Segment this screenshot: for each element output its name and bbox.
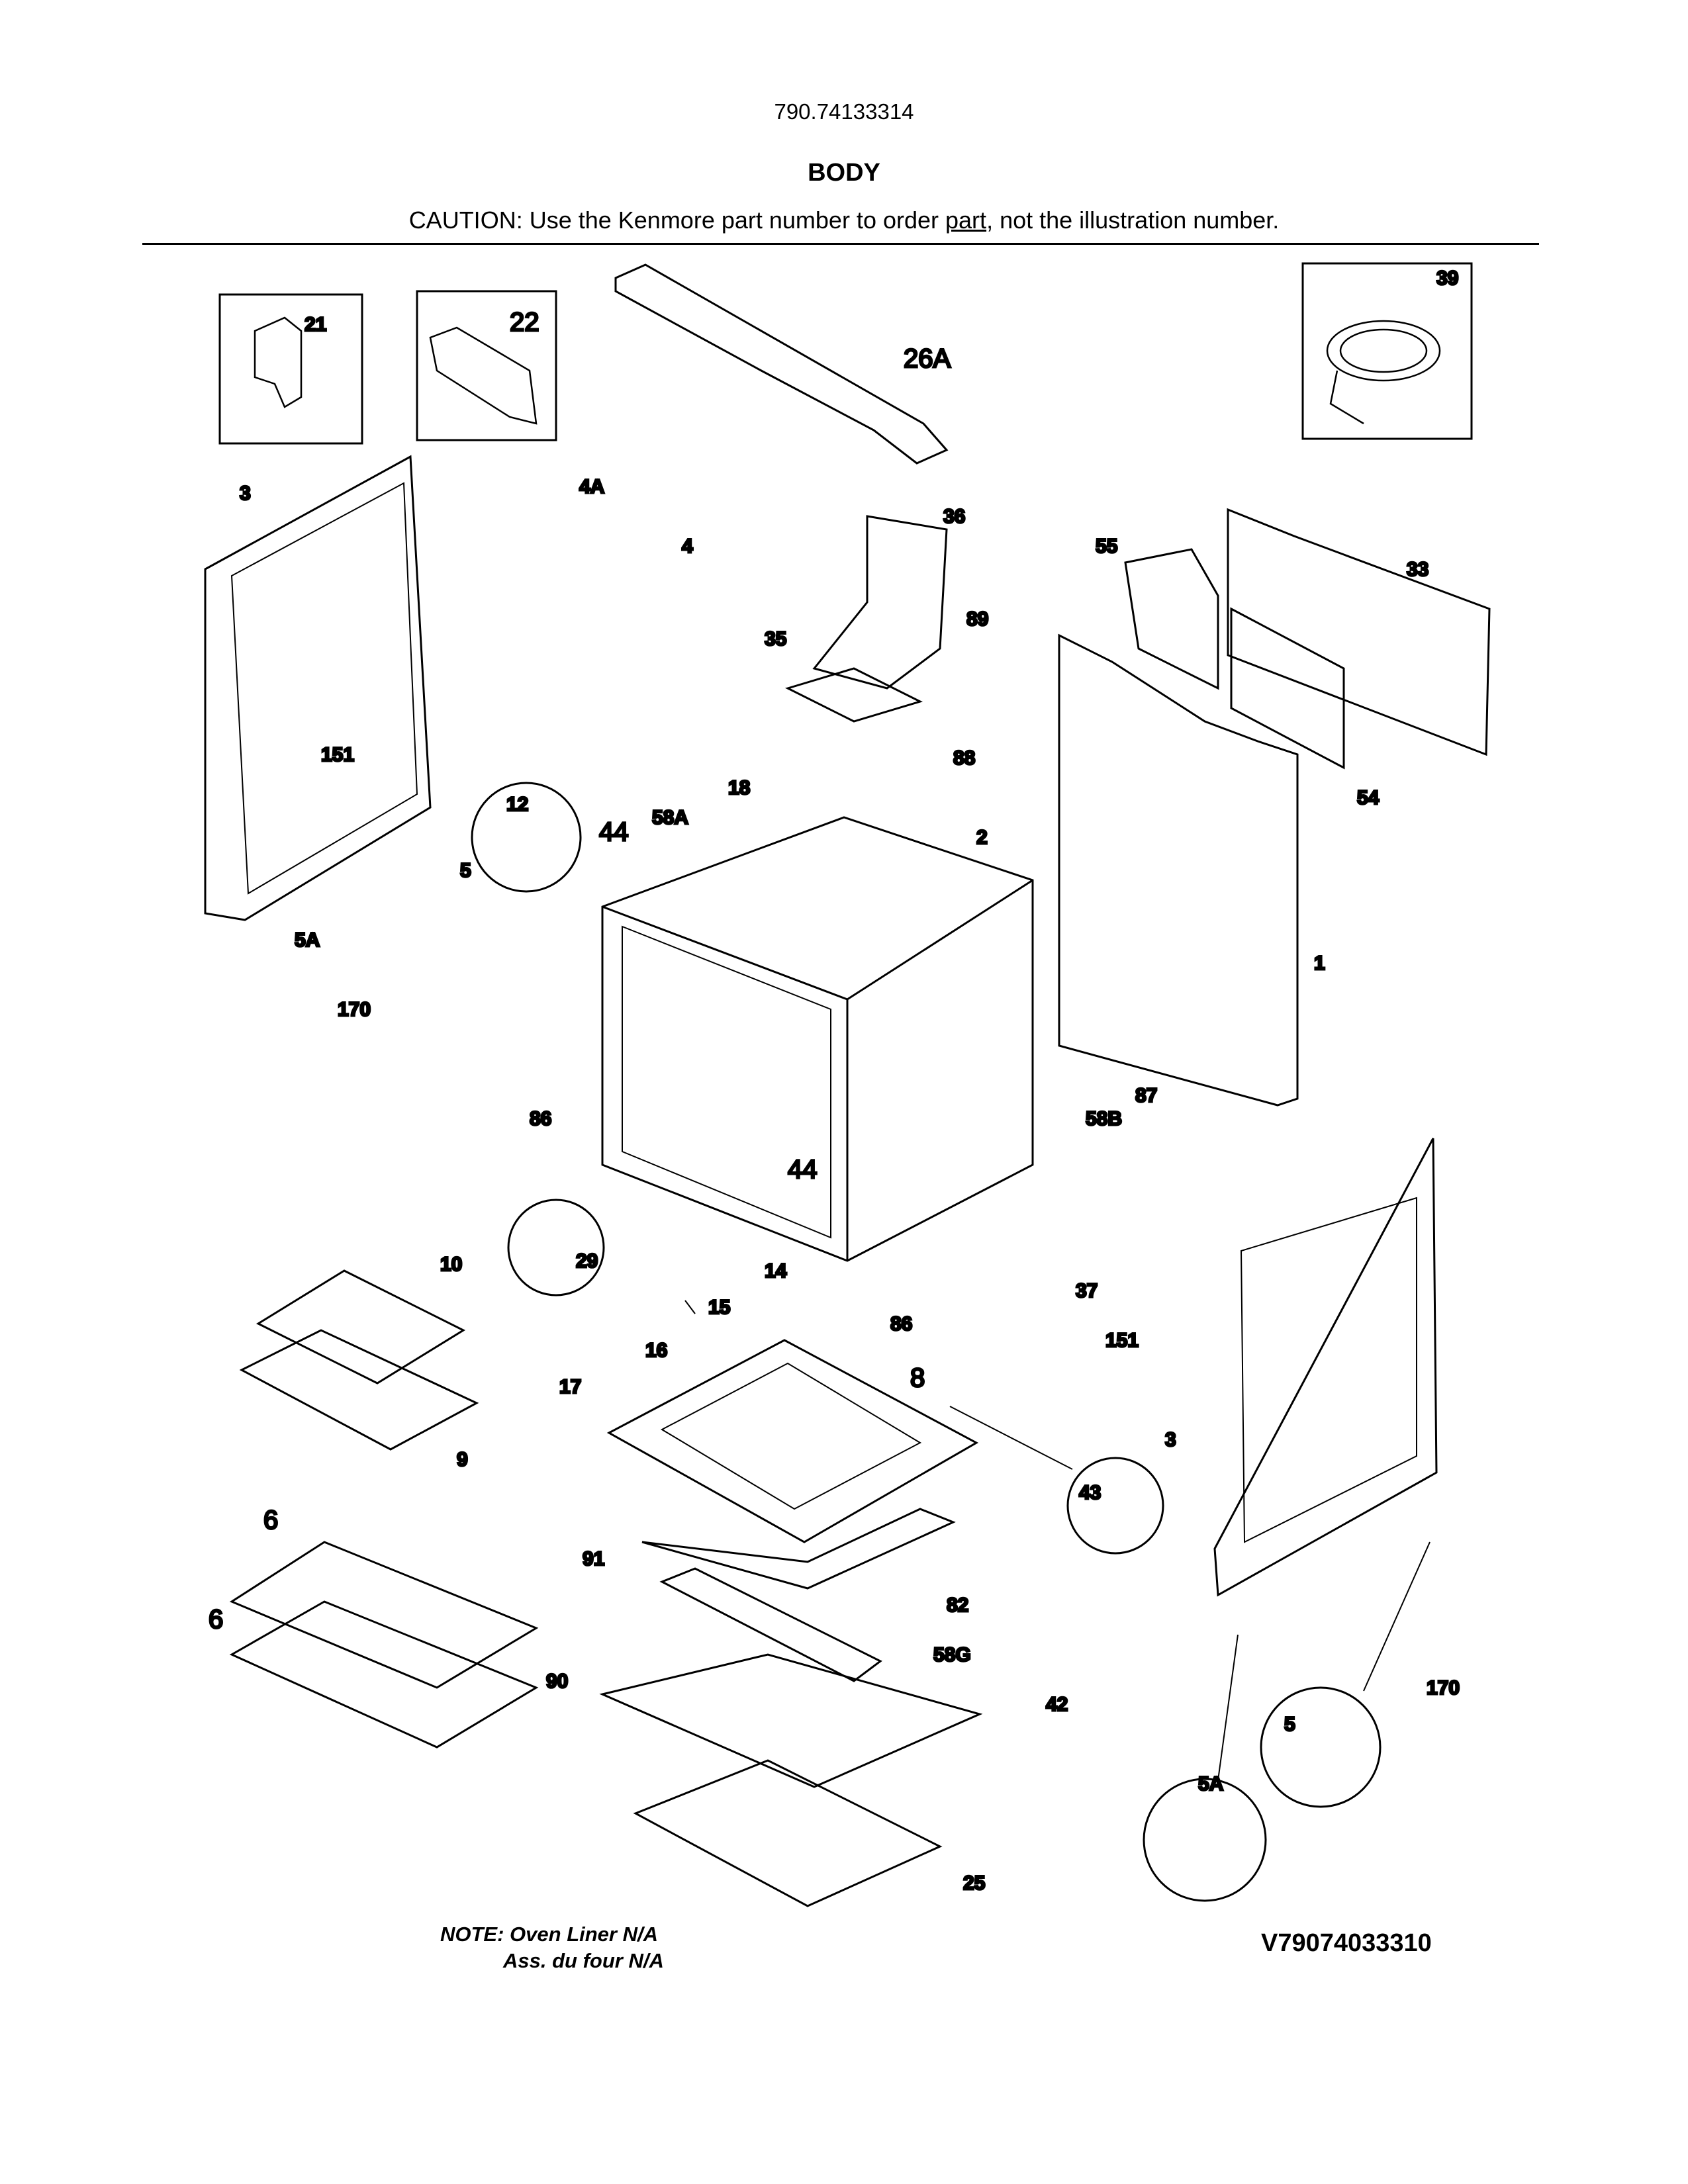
callout-54: 54 [1357, 787, 1380, 809]
callout-86-left: 86 [530, 1108, 551, 1130]
callout-14: 14 [765, 1260, 787, 1282]
part-54-panel[interactable] [1230, 607, 1345, 770]
callout-151-left: 151 [321, 744, 354, 766]
part-1-back-panel[interactable] [1058, 633, 1299, 1107]
inset-part-22[interactable] [416, 290, 557, 441]
callout-90: 90 [546, 1670, 568, 1692]
header-divider [142, 243, 1539, 245]
callout-33: 33 [1407, 559, 1429, 580]
callout-170-right: 170 [1427, 1677, 1460, 1699]
callout-18: 18 [728, 777, 750, 799]
callout-58b: 58B [1086, 1108, 1122, 1130]
part-9-broiler-pan[interactable] [239, 1329, 479, 1451]
part-36-duct[interactable] [812, 515, 948, 690]
callout-5-right: 5 [1284, 1713, 1295, 1735]
callout-43: 43 [1079, 1482, 1101, 1504]
section-title: BODY [808, 159, 880, 187]
callout-89: 89 [966, 608, 988, 630]
caution-text-start: CAUTION: Use the Kenmore part number to … [408, 206, 946, 234]
callout-36: 36 [943, 506, 965, 527]
callout-86-right: 86 [890, 1313, 912, 1335]
part-33-panel[interactable] [1227, 508, 1491, 756]
callout-37: 37 [1076, 1280, 1098, 1302]
detail-circle-5a[interactable] [1143, 1778, 1267, 1902]
callout-1: 1 [1314, 952, 1325, 974]
callout-2: 2 [976, 827, 988, 848]
part-10-broiler-grille[interactable] [256, 1269, 466, 1385]
inset-part-39[interactable] [1301, 262, 1473, 440]
callout-29: 29 [576, 1250, 598, 1272]
oven-cavity-58a[interactable] [601, 816, 1034, 1262]
part-25-plate[interactable] [633, 1759, 943, 1907]
callout-10: 10 [440, 1253, 462, 1275]
callout-5-left: 5 [460, 860, 471, 882]
callout-82: 82 [947, 1594, 968, 1616]
callout-42: 42 [1046, 1694, 1068, 1715]
part-3-side-panel-left[interactable] [204, 455, 432, 921]
callout-3-right: 3 [1165, 1429, 1176, 1451]
callout-88: 88 [953, 747, 975, 769]
callout-87: 87 [1135, 1085, 1157, 1107]
footer-note-line-1: NOTE: Oven Liner N/A [440, 1923, 658, 1946]
part-35-plate[interactable] [784, 667, 923, 723]
diagram-code: V79074033310 [1261, 1929, 1432, 1957]
detail-circle-5[interactable] [1260, 1686, 1382, 1808]
callout-3-left: 3 [240, 482, 251, 504]
callout-170-left: 170 [338, 999, 371, 1021]
callout-44-upper: 44 [599, 817, 629, 846]
part-58g-insulation[interactable] [659, 1567, 882, 1682]
callout-151-right: 151 [1105, 1330, 1139, 1351]
callout-25: 25 [963, 1872, 985, 1894]
inset-part-21[interactable] [218, 293, 363, 445]
callout-8: 8 [910, 1363, 925, 1392]
caution-text-end: , not the illustration number. [986, 206, 1280, 234]
part-3-side-panel-right[interactable] [1213, 1138, 1438, 1597]
callout-21: 21 [305, 314, 326, 336]
callout-26a: 26A [904, 344, 951, 373]
callout-22: 22 [510, 308, 539, 337]
callout-6-lower: 6 [209, 1605, 223, 1634]
callout-4a: 4A [579, 476, 604, 498]
part-55-panel[interactable] [1124, 548, 1219, 690]
callout-39: 39 [1436, 267, 1458, 289]
callout-16: 16 [645, 1340, 667, 1361]
callout-6-upper: 6 [263, 1506, 278, 1535]
part-6-oven-rack-upper[interactable] [229, 1541, 539, 1689]
model-number: 790.74133314 [774, 99, 914, 124]
callout-58g: 58G [933, 1644, 971, 1666]
caution-part-link[interactable]: part [945, 206, 987, 234]
footer-note-line-2: Ass. du four N/A [503, 1949, 664, 1972]
part-82-plate[interactable] [641, 1508, 956, 1590]
callout-5a-right: 5A [1198, 1773, 1223, 1795]
callout-5a-left: 5A [295, 929, 320, 951]
callout-9: 9 [457, 1449, 468, 1471]
caution-text: CAUTION: Use the Kenmore part number to … [0, 206, 1688, 234]
callout-44-lower: 44 [788, 1155, 818, 1184]
part-6-oven-rack-lower[interactable] [229, 1600, 539, 1749]
detail-circle-12[interactable] [471, 782, 582, 893]
callout-4: 4 [682, 535, 693, 557]
part-26a-bracket[interactable] [614, 263, 949, 465]
callout-15: 15 [708, 1297, 730, 1318]
detail-circle-43[interactable] [1066, 1457, 1164, 1555]
callout-35: 35 [765, 628, 786, 650]
callout-91: 91 [583, 1548, 604, 1570]
callout-58a: 58A [652, 807, 688, 829]
detail-circle-29[interactable] [507, 1199, 605, 1297]
part-8-bottom-tray[interactable] [606, 1339, 979, 1543]
callout-labels: 21 22 26A 39 3 4A 151 36 4 35 89 88 55 3… [208, 267, 1461, 1895]
callout-17: 17 [559, 1376, 581, 1398]
callout-12: 12 [506, 794, 528, 815]
callout-55: 55 [1096, 535, 1117, 557]
part-42-plate[interactable] [599, 1653, 983, 1788]
